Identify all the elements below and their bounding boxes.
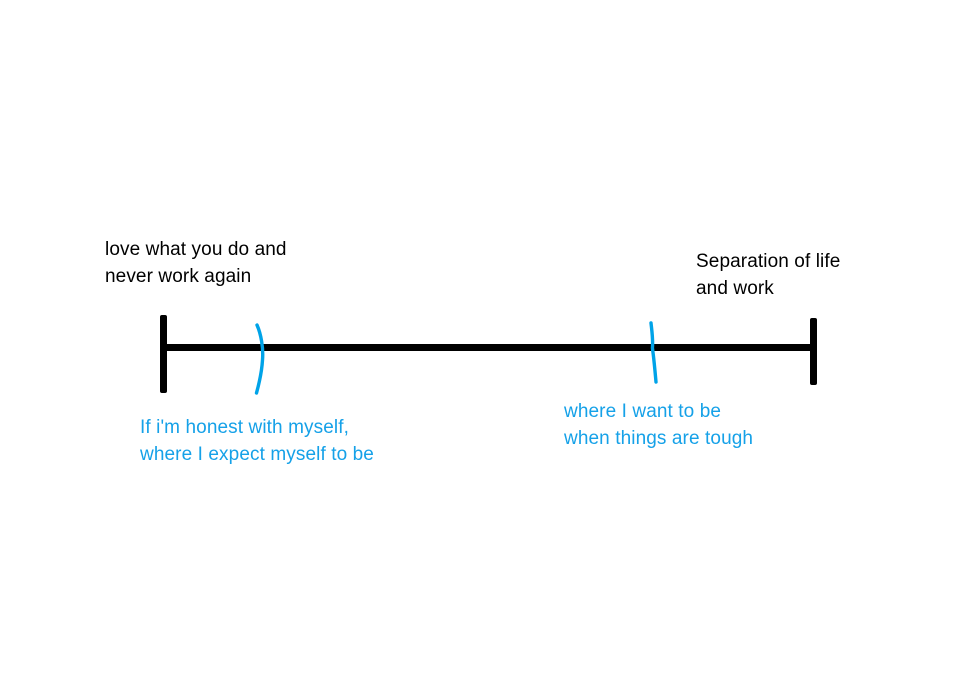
left-end-cap	[160, 315, 167, 393]
want-when-tough-label: where I want to be when things are tough	[564, 401, 754, 449]
left-tick-mark	[254, 323, 265, 395]
honest-expectation-label: If i'm honest with myself, where I expec…	[140, 417, 374, 465]
right-endpoint-label: Separation of life and work	[696, 251, 841, 299]
left-endpoint-label: love what you do and never work again	[105, 239, 287, 287]
right-tick-mark	[649, 321, 658, 384]
right-end-cap	[810, 318, 817, 385]
spectrum-axis-line	[167, 344, 813, 351]
